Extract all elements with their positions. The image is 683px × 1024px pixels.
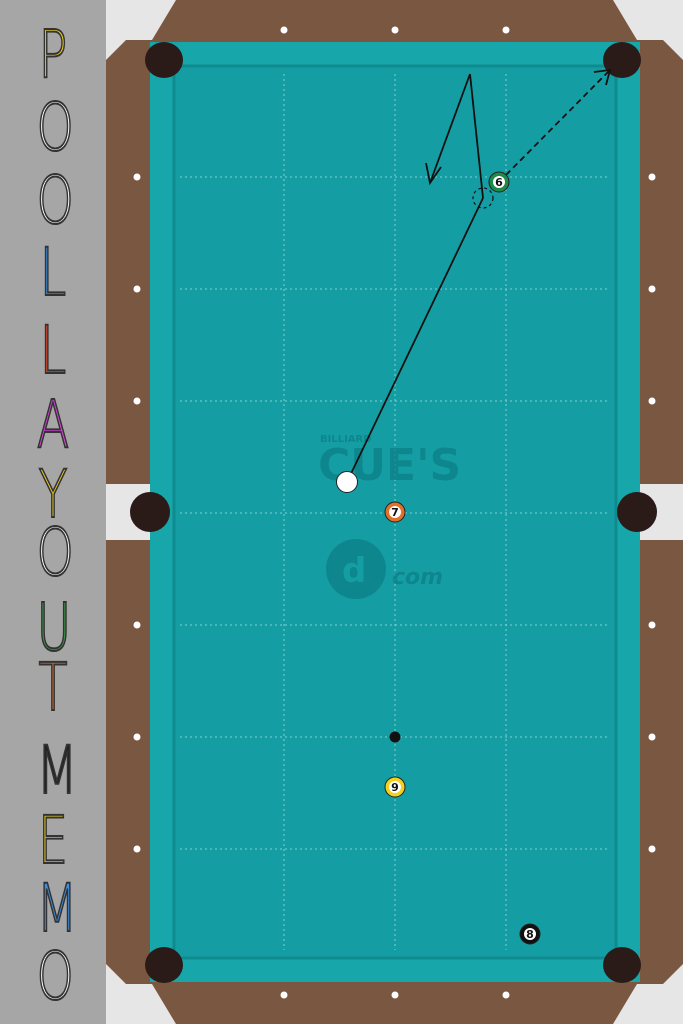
diamond-left-5 — [133, 733, 141, 741]
corner-plate-top-left — [106, 0, 176, 84]
felt-edge — [172, 64, 618, 960]
title-letter-13: M — [36, 870, 78, 947]
pocket-top-right[interactable] — [603, 42, 641, 78]
diamond-right-2 — [648, 285, 656, 293]
title-letter-12: E — [37, 802, 69, 879]
foot-spot — [389, 731, 401, 743]
title-letter-5: L — [39, 312, 67, 389]
diamond-bottom-3 — [502, 991, 510, 999]
pocket-bottom-right[interactable] — [603, 947, 641, 983]
watermark-line3: com — [392, 565, 443, 590]
ball-9-number-disc — [389, 781, 401, 793]
ball-8-label: 8 — [526, 928, 534, 941]
title-letter-7: Y — [38, 456, 68, 533]
diamond-right-6 — [648, 845, 656, 853]
pocket-top-left[interactable] — [145, 42, 183, 78]
ball-7-number-disc — [389, 506, 401, 518]
ball-9[interactable]: 9 — [384, 776, 406, 798]
ball-8[interactable]: 8 — [519, 923, 541, 945]
title-letter-11: M — [36, 732, 78, 809]
title-sidebar — [0, 0, 106, 1024]
diamond-top-1 — [280, 26, 288, 34]
title-letter-14: O — [36, 938, 75, 1015]
diamond-bottom-1 — [280, 991, 288, 999]
cue-path-line — [346, 197, 484, 483]
rail-diamonds — [133, 26, 656, 999]
cue-rebound-line-1 — [469, 73, 484, 199]
cue-ball[interactable] — [336, 471, 358, 493]
diamond-left-3 — [133, 397, 141, 405]
title-letter-10: T — [38, 649, 68, 726]
corner-plate-bottom-left — [106, 940, 176, 1024]
ball-7-label: 7 — [391, 506, 399, 519]
title-letter-2: O — [36, 89, 75, 166]
pocket-bottom-left[interactable] — [145, 947, 183, 983]
pocket-side-right[interactable] — [617, 492, 657, 532]
watermark-glyph: d — [342, 551, 366, 591]
title-letter-9: U — [36, 589, 72, 666]
title-letter-8: O — [36, 514, 75, 591]
ball-6[interactable]: 6 — [488, 171, 510, 193]
cue-rebound-line-2 — [429, 73, 471, 184]
diamond-left-1 — [133, 173, 141, 181]
diamond-right-1 — [648, 173, 656, 181]
diamond-bottom-2 — [391, 991, 399, 999]
diamond-right-5 — [648, 733, 656, 741]
shot-path — [346, 68, 612, 483]
diamond-top-2 — [391, 26, 399, 34]
diamond-left-4 — [133, 621, 141, 629]
corner-plate-top-right — [613, 0, 683, 84]
title-letter-3: O — [36, 162, 75, 239]
diamond-right-3 — [648, 397, 656, 405]
ghost-ball — [472, 187, 494, 209]
watermark-line1: BILLIARD — [320, 434, 372, 445]
object-ball-path — [498, 69, 611, 183]
ball-8-number-disc — [524, 928, 536, 940]
diamond-left-6 — [133, 845, 141, 853]
ball-7[interactable]: 7 — [384, 501, 406, 523]
ball-6-number-disc — [493, 176, 505, 188]
diamond-top-3 — [502, 26, 510, 34]
cue-arrowhead — [425, 162, 442, 186]
object-ball-arrowhead — [593, 68, 612, 86]
title-letter-4: L — [39, 234, 67, 311]
ball-9-label: 9 — [391, 781, 399, 794]
ball-6-label: 6 — [495, 176, 503, 189]
corner-plate-bottom-right — [613, 940, 683, 1024]
diamond-right-4 — [648, 621, 656, 629]
watermark-circle — [326, 539, 386, 599]
pocket-side-left[interactable] — [130, 492, 170, 532]
cue-ball-body — [336, 471, 358, 493]
title-letter-1: P — [38, 16, 68, 93]
title-letter-6: A — [36, 386, 70, 463]
diamond-left-2 — [133, 285, 141, 293]
